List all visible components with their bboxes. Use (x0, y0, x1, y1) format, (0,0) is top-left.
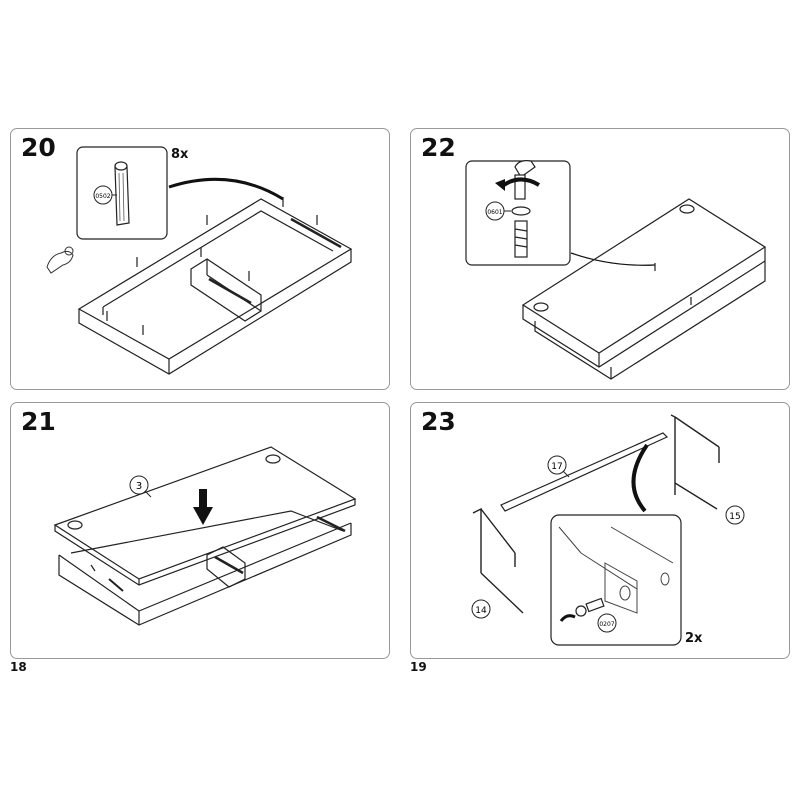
bolt-icon (514, 220, 528, 258)
down-arrow-icon (193, 489, 213, 525)
quantity-label: 2x (685, 631, 703, 646)
page-number-right: 19 (410, 660, 427, 674)
part-label-bubble (129, 475, 149, 495)
part-label: 17 (551, 462, 562, 472)
dowel-icon (114, 161, 130, 226)
part-label: 15 (729, 512, 740, 522)
callout-line (570, 252, 656, 266)
step-number: 21 (21, 407, 56, 436)
screwdriver-icon (514, 160, 536, 200)
step-number: 22 (421, 133, 456, 162)
step-number: 23 (421, 407, 456, 436)
step-22-illustration: 0601 (465, 160, 767, 380)
step-23-illustration: 17 15 14 (471, 414, 745, 646)
washer-icon (511, 206, 531, 216)
step-21-panel: 21 3 (10, 402, 390, 659)
desk-frame-drawing (58, 510, 352, 626)
step-number: 20 (21, 133, 56, 162)
desk-frame-drawing (77, 197, 353, 375)
part-code-bubble (597, 613, 617, 633)
part-code-label: 0207 (599, 621, 614, 628)
quantity-label: 8x (171, 147, 189, 162)
page-number-left: 18 (10, 660, 27, 674)
rotate-arrow-icon (559, 614, 576, 622)
crossbar-drawing (500, 432, 669, 512)
step-22-panel: 22 0601 (410, 128, 790, 390)
part-label: 3 (136, 481, 142, 492)
part-label-bubble (725, 505, 745, 525)
part-label-bubble (471, 599, 491, 619)
leg-frame-right-drawing (670, 414, 720, 510)
part-code-label: 0601 (487, 209, 502, 216)
part-code-label: 0502 (95, 193, 110, 200)
part-label: 14 (475, 606, 487, 616)
step-20-illustration: 0502 (46, 146, 353, 375)
step-20-panel: 20 8x 0502 (10, 128, 390, 390)
bracket-detail-drawing (558, 526, 674, 614)
curved-arrow-icon (631, 443, 649, 513)
bolt-icon (575, 597, 605, 617)
step-23-panel: 23 2x 17 15 14 (410, 402, 790, 659)
step-21-illustration: 3 (53, 446, 357, 626)
leg-frame-left-drawing (472, 507, 524, 614)
hand-icon (46, 246, 74, 274)
desk-top-drawing (521, 198, 767, 380)
part-label-bubble (547, 455, 567, 475)
curved-arrow-icon (168, 177, 284, 201)
